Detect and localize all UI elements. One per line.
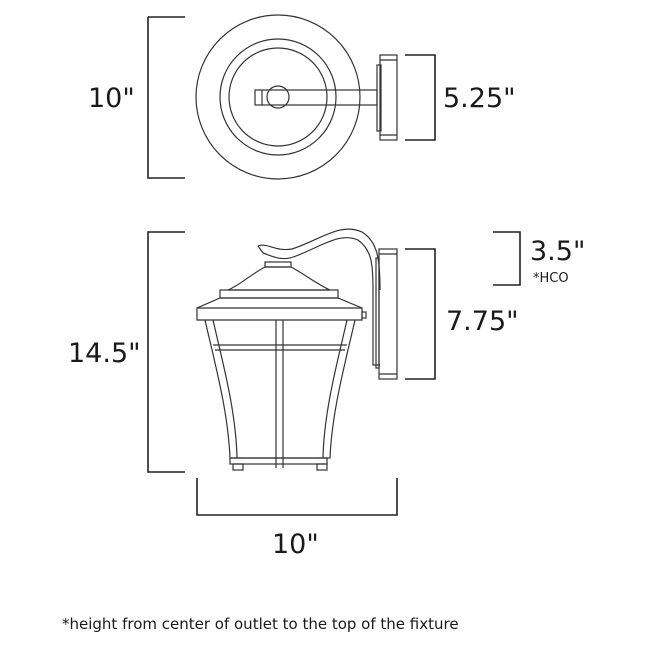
backplate-height-label: 7.75" (446, 306, 519, 337)
hco-label: 3.5" (530, 236, 585, 267)
arm (254, 89, 378, 106)
mount-plate-inner (376, 64, 382, 132)
footnote: *height from center of outlet to the top… (62, 615, 459, 633)
diameter-bracket (147, 17, 185, 179)
width-bracket (196, 478, 398, 516)
diameter-label: 10" (88, 83, 135, 114)
base (229, 457, 328, 465)
inner-ring (228, 47, 328, 147)
eave (196, 297, 363, 321)
backplate-width-label: 5.25" (443, 83, 516, 114)
top-view: 10" 5.25" (88, 14, 516, 180)
curved-arm (257, 228, 381, 291)
backplate-width-bracket (405, 54, 436, 141)
width-label: 10" (272, 529, 319, 560)
side-view: 14.5" 3.5" *HCO 7.75" 10" (68, 228, 585, 560)
roof (227, 266, 331, 291)
backplate (379, 54, 398, 141)
hco-bracket (493, 231, 521, 286)
height-label: 14.5" (68, 338, 141, 369)
backplate-height-bracket (405, 248, 436, 380)
middle-ring (219, 38, 337, 156)
finial-circle (266, 85, 290, 109)
cap (264, 261, 292, 268)
backplate (378, 248, 398, 380)
glass-body (204, 319, 356, 459)
height-bracket (147, 231, 185, 473)
hco-note: *HCO (533, 271, 569, 286)
outer-shade-circle (195, 14, 361, 180)
